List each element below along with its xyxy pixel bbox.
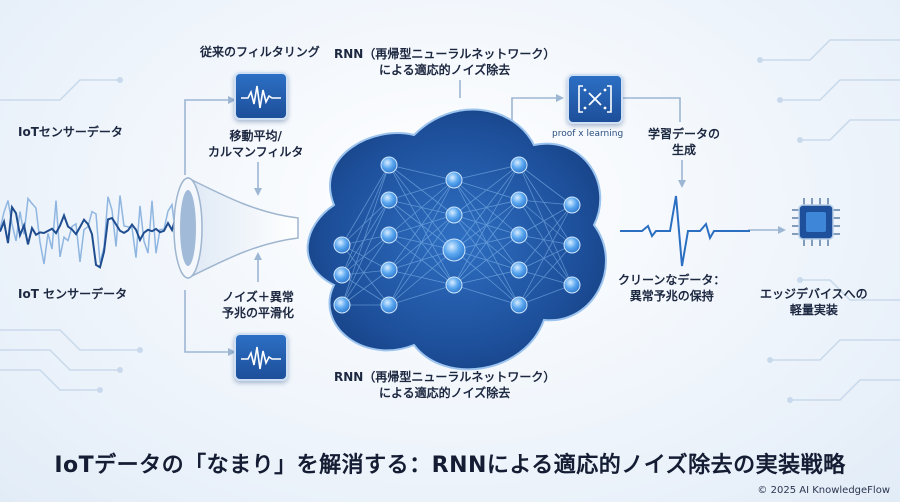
network-edge: [341, 244, 390, 271]
network-node: [445, 276, 463, 294]
network-edge: [388, 214, 455, 306]
iot-sensor-label-top: IoTセンサーデータ: [18, 125, 123, 139]
copyright-credit: © 2025 AI KnowledgeFlow: [757, 485, 890, 496]
rnn-network: [306, 108, 607, 371]
network-edge: [388, 179, 455, 201]
network-edge: [453, 269, 520, 286]
noise-smoothing-label: ノイズ＋異常予兆の平滑化: [222, 290, 295, 320]
network-node: [510, 261, 528, 279]
network-edge: [341, 269, 390, 306]
network-edge: [388, 179, 455, 306]
network-edge: [518, 244, 573, 271]
network-edge: [453, 284, 520, 306]
network-edge: [518, 199, 573, 206]
network-node: [333, 266, 351, 284]
filter-box-top: [234, 72, 288, 120]
network-node: [442, 238, 466, 262]
filter-box-bottom: [234, 333, 288, 381]
network-edge: [518, 204, 573, 271]
network-edge: [518, 164, 573, 286]
network-edge: [453, 164, 520, 181]
network-node: [333, 236, 351, 254]
network-edge: [518, 234, 573, 286]
network-edge: [518, 199, 573, 286]
network-edge: [453, 164, 520, 216]
network-edge: [341, 234, 390, 276]
network-edge: [341, 164, 390, 306]
waveform-icon: [241, 85, 281, 109]
network-node: [563, 276, 581, 294]
network-edge: [341, 199, 390, 306]
network-edge: [341, 199, 390, 246]
noisy-signal-wave: [0, 193, 189, 269]
edge-chip-icon: [792, 198, 840, 246]
network-node: [380, 191, 398, 209]
network-edge: [341, 164, 390, 246]
network-edge: [341, 244, 390, 306]
network-edge: [518, 204, 573, 236]
network-edge: [341, 234, 390, 306]
network-edge: [518, 164, 573, 206]
network-edge: [518, 284, 573, 306]
network-node: [445, 206, 463, 224]
network-node: [380, 156, 398, 174]
clean-signal-wave: [620, 195, 750, 267]
clean-data-label: クリーンなデータ：異常予兆の保持: [618, 273, 726, 303]
network-node: [380, 226, 398, 244]
rnn-label-bottom: RNN（再帰型ニューラルネットワーク）による適応的ノイズ除去: [334, 370, 556, 400]
network-node: [333, 296, 351, 314]
conventional-filter-title: 従来のフィルタリング: [200, 45, 320, 59]
network-edge: [453, 164, 520, 251]
network-edge: [453, 199, 520, 286]
network-node: [510, 156, 528, 174]
proof-learning-label: proof x learning: [552, 129, 624, 139]
network-edge: [518, 244, 573, 306]
network-edge: [341, 274, 390, 306]
network-edge: [388, 284, 455, 306]
iot-sensor-label-bottom: IoT センサーデータ: [18, 287, 128, 301]
network-edge: [453, 234, 520, 286]
proof-learning-box: [567, 74, 623, 124]
network-node: [510, 296, 528, 314]
network-edge: [341, 199, 390, 276]
bracket-x-icon: [578, 85, 612, 113]
network-edge: [388, 179, 455, 271]
network-edge: [518, 269, 573, 286]
network-edge: [518, 234, 573, 246]
network-edge: [388, 164, 455, 181]
network-node: [445, 171, 463, 189]
network-node: [380, 296, 398, 314]
network-edge: [388, 249, 455, 306]
page-title: IoTデータの「なまり」を解消する：RNNによる適応的ノイズ除去の実装戦略: [54, 453, 846, 478]
network-node: [510, 226, 528, 244]
network-edge: [341, 164, 390, 276]
network-node: [563, 196, 581, 214]
network-edge: [518, 164, 573, 246]
moving-average-label: 移動平均/カルマンフィルタ: [208, 129, 304, 159]
training-data-label: 学習データの生成: [648, 127, 721, 157]
network-edge: [453, 164, 520, 286]
network-edge: [388, 179, 455, 236]
network-edge: [518, 199, 573, 246]
rnn-label-top: RNN（再帰型ニューラルネットワーク）による適応的ノイズ除去: [334, 47, 556, 77]
network-node: [563, 236, 581, 254]
waveform-icon: [241, 346, 281, 370]
network-edge: [518, 204, 573, 306]
funnel-icon: [173, 176, 299, 280]
network-node: [510, 191, 528, 209]
edge-deploy-label: エッジデバイスへの軽量実装: [760, 287, 868, 317]
network-node: [380, 261, 398, 279]
